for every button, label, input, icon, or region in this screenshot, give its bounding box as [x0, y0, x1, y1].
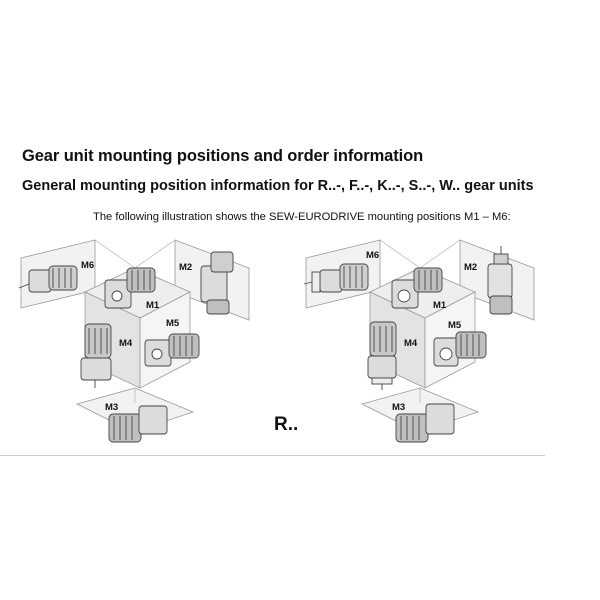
page-subtitle: General mounting position information fo…: [22, 178, 534, 194]
position-label-m4: M4: [119, 338, 133, 349]
position-label-m5: M5: [166, 318, 180, 329]
position-label-m2: M2: [464, 262, 477, 273]
position-label-m5: M5: [448, 320, 462, 331]
position-label-m1: M1: [433, 300, 447, 311]
position-label-m6: M6: [366, 250, 379, 261]
mounting-positions-figure-left: M6 M2 M1 M4 M5 M3: [15, 228, 300, 458]
position-label-m3: M3: [392, 402, 405, 413]
mounting-positions-figure-right: M6 M2 M1 M4 M5 M3: [300, 228, 585, 458]
position-label-m3: M3: [105, 402, 118, 413]
position-label-m6: M6: [81, 260, 94, 271]
gear-series-label: R..: [274, 414, 299, 435]
divider: [0, 455, 545, 456]
position-label-m1: M1: [146, 300, 160, 311]
intro-text: The following illustration shows the SEW…: [93, 211, 511, 223]
position-label-m2: M2: [179, 262, 192, 273]
position-label-m4: M4: [404, 338, 418, 349]
page-title: Gear unit mounting positions and order i…: [22, 147, 424, 165]
